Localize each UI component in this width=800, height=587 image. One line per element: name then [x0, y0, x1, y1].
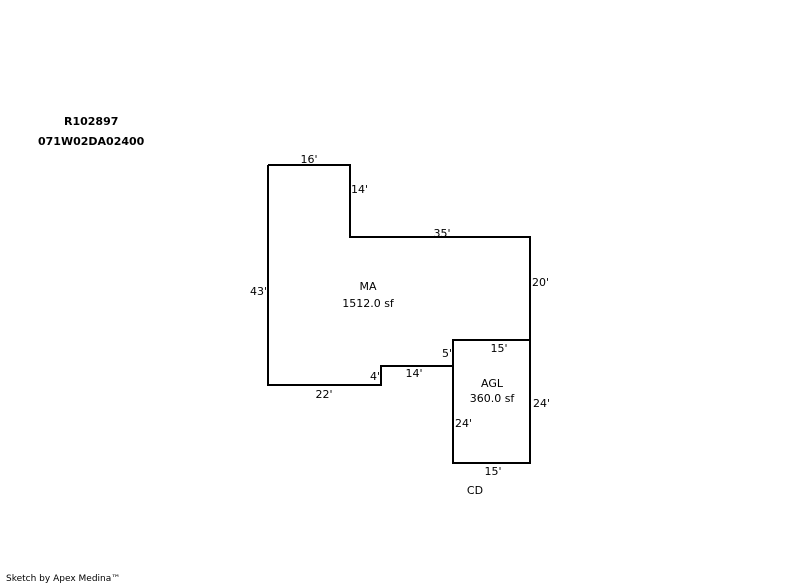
dim-ma-upper: 35': [433, 227, 450, 240]
dim-ma-right: 20': [532, 276, 549, 289]
main-area-code: MA: [359, 280, 376, 293]
dim-agl-right: 24': [533, 397, 550, 410]
dim-agl-top: 15': [490, 342, 507, 355]
dim-ma-notch-right: 14': [351, 183, 368, 196]
dim-ma-step-small: 5': [442, 347, 452, 360]
dim-agl-bottom: 15': [484, 465, 501, 478]
dim-ma-step: 4': [370, 370, 380, 383]
garage-code: AGL: [481, 377, 504, 390]
garage-outline: [452, 339, 531, 464]
garage-size: 360.0 sf: [470, 392, 516, 405]
dim-ma-bottom: 22': [315, 388, 332, 401]
parcel-number: 071W02DA02400: [38, 135, 145, 148]
dim-ma-left: 43': [250, 285, 267, 298]
sketch-credit: Sketch by Apex Medina™: [6, 574, 121, 584]
dim-ma-top: 16': [300, 153, 317, 166]
dim-ma-step-run: 14': [405, 367, 422, 380]
dim-agl-left: 24': [455, 417, 472, 430]
extra-area-code: CD: [467, 484, 483, 497]
main-area-size: 1512.0 sf: [342, 297, 395, 310]
account-number: R102897: [64, 115, 119, 128]
